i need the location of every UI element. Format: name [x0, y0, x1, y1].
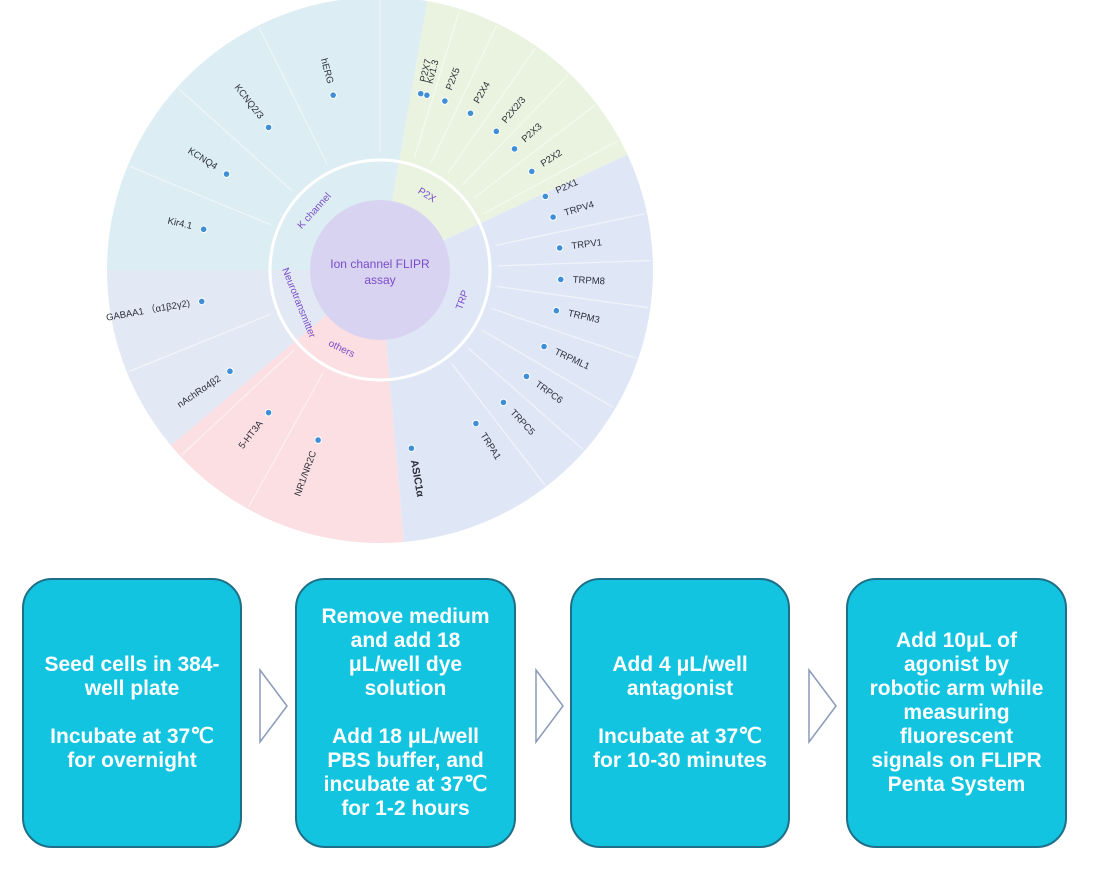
inner-ring [268, 158, 492, 382]
separator-line [128, 313, 271, 373]
target-dot [510, 145, 519, 153]
target-dot [441, 97, 449, 105]
separator-line [129, 165, 272, 226]
target-dot [555, 244, 564, 252]
separator-line [495, 213, 646, 247]
separator-line [181, 350, 295, 456]
step-text-line: antagonist [626, 677, 734, 700]
sector-k [107, 0, 428, 270]
target-dot [264, 408, 273, 417]
sector-neuro [107, 270, 380, 446]
step-text-line: Remove medium [321, 605, 490, 628]
step-text-line: signals on FLIPR [871, 749, 1042, 772]
step-text-line: PBS buffer, and [327, 749, 484, 772]
target-dot [541, 192, 550, 201]
target-dot [314, 436, 322, 444]
step-text-line: and add 18 [350, 629, 461, 652]
step-text-line: Add 4 μL/well [612, 653, 748, 676]
step-text-line: Penta System [887, 773, 1026, 796]
target-label: Kir4.1 [167, 216, 194, 232]
step-text-line: solution [364, 677, 447, 700]
step-text-line: for 10-30 minutes [593, 749, 767, 772]
step-text-line: well plate [84, 677, 180, 700]
separator-line [413, 10, 460, 158]
target-dot [407, 444, 416, 453]
target-dot [466, 109, 475, 118]
target-dot [492, 127, 501, 136]
separator-line [461, 74, 569, 186]
separator-line [473, 104, 596, 199]
target-dot [549, 213, 557, 221]
target-dot [264, 123, 273, 132]
sector-trp [380, 154, 653, 542]
step-text-line: incubate at 37℃ [323, 773, 488, 796]
target-dot [552, 306, 561, 315]
separator-line [451, 363, 546, 486]
step-text-line: fluorescent [899, 725, 1014, 748]
separator-line [496, 285, 649, 309]
target-dot [199, 225, 208, 234]
center-circle [310, 200, 450, 340]
step-text-line: robotic arm while [869, 677, 1044, 700]
target-dot [556, 275, 565, 284]
separator-line [483, 140, 619, 215]
chevron-right-icon [535, 668, 564, 744]
chevron-right-icon [259, 668, 288, 744]
target-label: TRPV1 [571, 237, 603, 252]
separator-line [481, 329, 614, 409]
separator-line [491, 307, 637, 359]
chevron-right-icon [808, 668, 837, 744]
step-text-line: for overnight [67, 749, 197, 772]
separator-line [430, 25, 498, 164]
separator-line [447, 47, 536, 174]
target-dot [499, 398, 508, 407]
step-text-line: for 1-2 hours [341, 797, 470, 820]
step-text-line: μL/well dye [348, 653, 463, 676]
step-text-line: agonist by [903, 653, 1009, 676]
target-dot [423, 91, 431, 99]
step-text-line: Incubate at 37℃ [598, 725, 762, 748]
step-text-line: Seed cells in 384- [44, 653, 220, 676]
target-dot [472, 419, 480, 428]
separator-line [497, 259, 651, 267]
step-text-line: Add 18 μL/well [331, 725, 480, 748]
target-dot [540, 342, 548, 351]
target-dot [226, 367, 234, 376]
step-text-line: Add 10μL of [896, 629, 1017, 652]
target-label: TRPM8 [572, 275, 605, 288]
separator-line [467, 347, 584, 451]
target-dot [197, 297, 206, 306]
step-text-line: measuring [903, 701, 1010, 724]
separator-line [258, 27, 328, 165]
target-dot [522, 372, 531, 381]
target-label: P2X7 [418, 58, 434, 83]
separator-line [248, 372, 324, 508]
sector-others [170, 270, 404, 543]
target-dot [527, 167, 536, 176]
target-dot [222, 170, 231, 178]
separator-line [178, 88, 293, 192]
step-text-line: Incubate at 37℃ [50, 725, 214, 748]
target-dot [416, 89, 425, 98]
target-dot [329, 91, 337, 99]
